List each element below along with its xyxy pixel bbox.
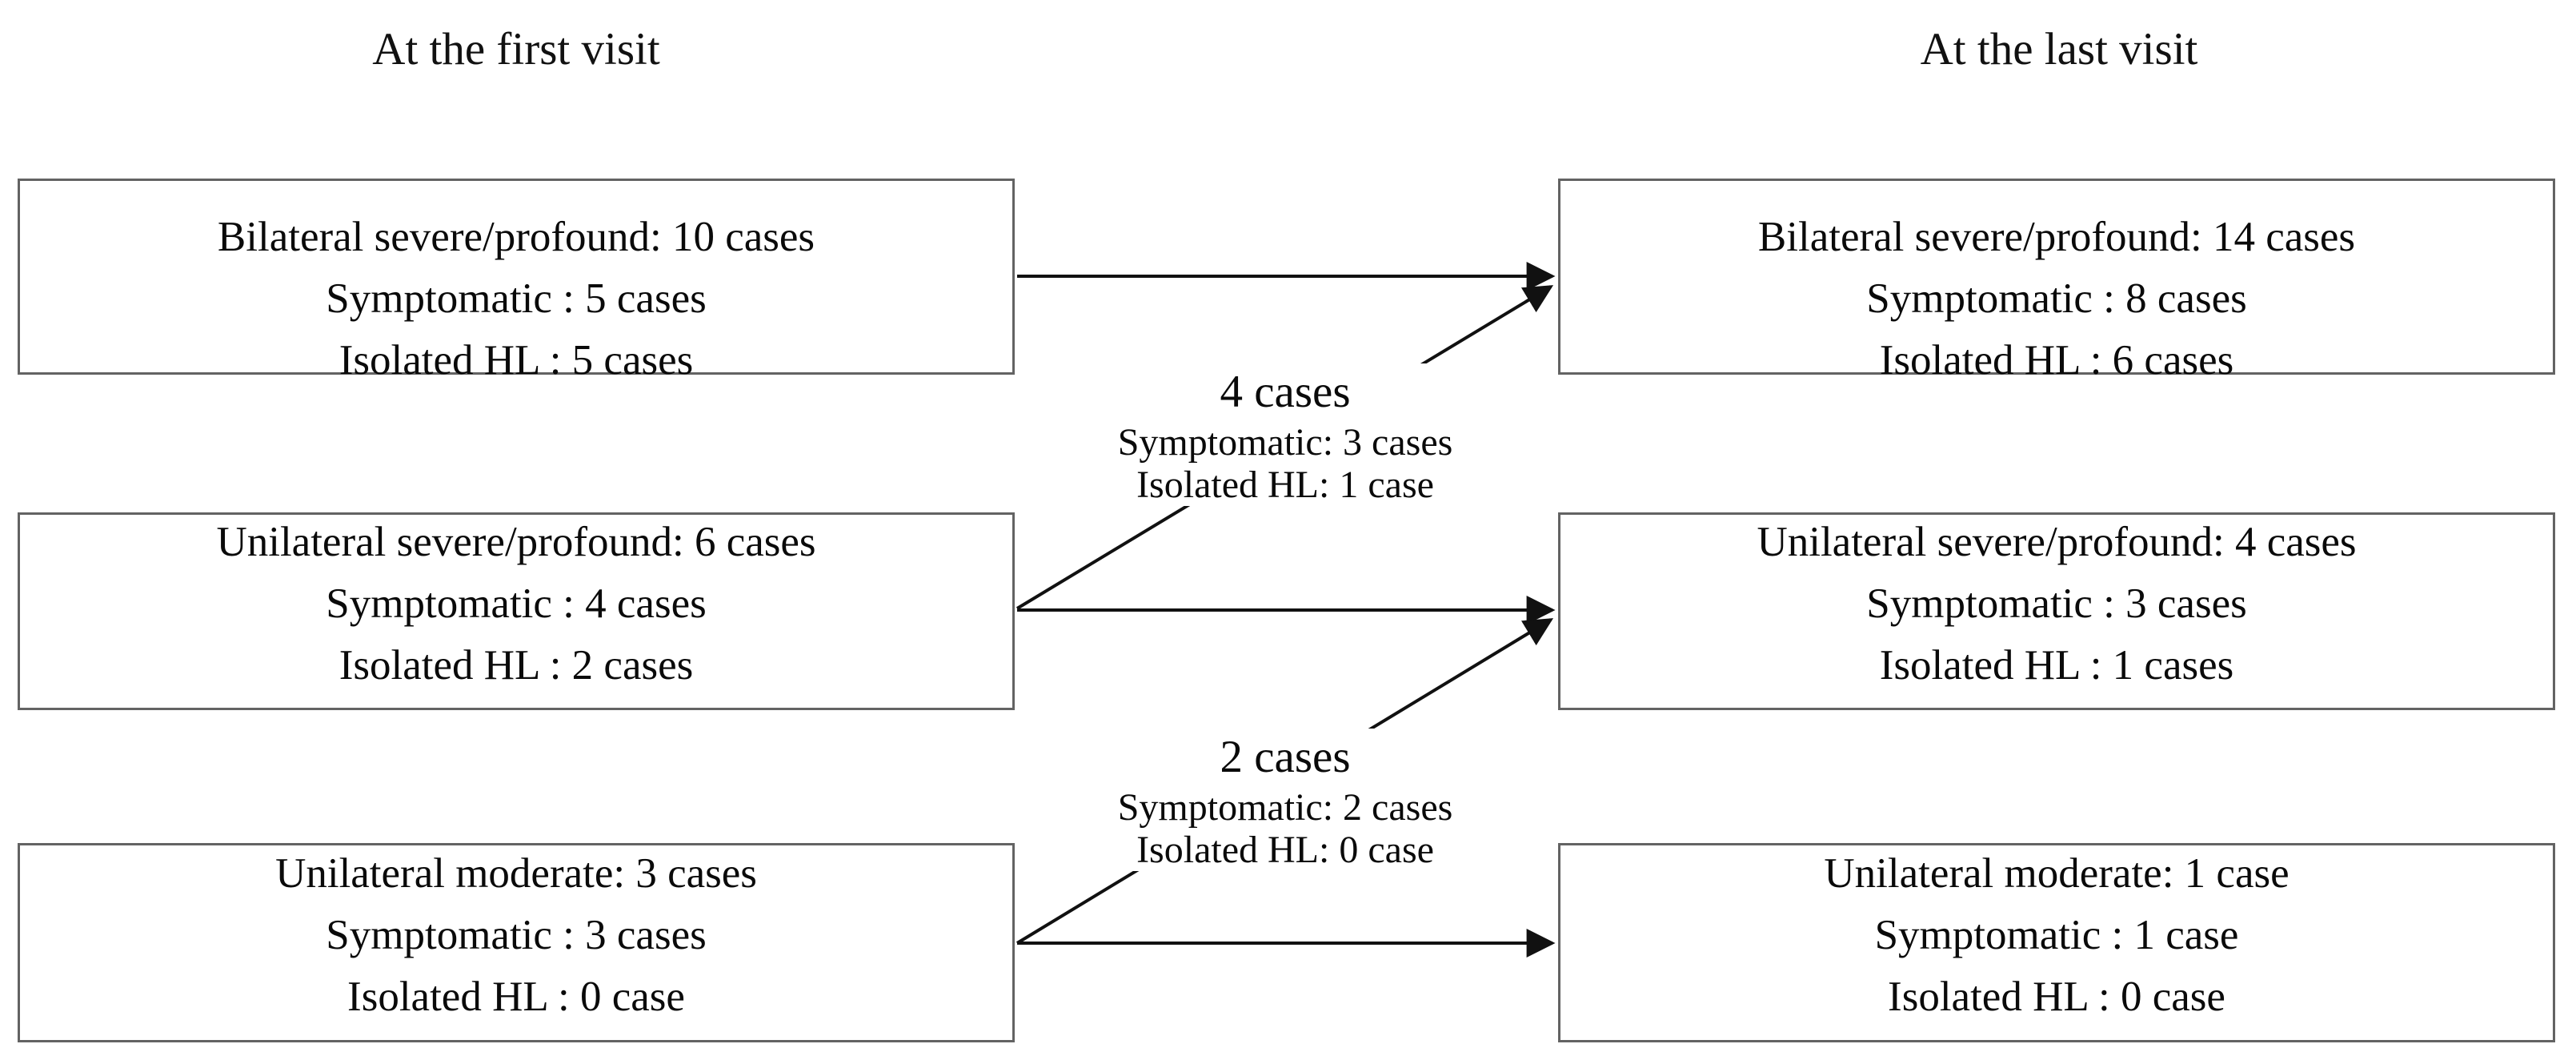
transition-label-4-cases: 4 cases Symptomatic: 3 cases Isolated HL… xyxy=(1106,363,1464,506)
box-line: Isolated HL : 0 case xyxy=(1888,974,2225,1020)
box-last-visit-unilateral-severe: Unilateral severe/profound: 4 cases Symp… xyxy=(1558,512,2555,710)
box-line: Symptomatic : 4 cases xyxy=(326,580,707,627)
box-line: Isolated HL : 0 case xyxy=(347,974,685,1020)
box-line: Bilateral severe/profound: 10 cases xyxy=(217,214,815,260)
box-line: Unilateral severe/profound: 4 cases xyxy=(1757,519,2357,565)
box-line: Symptomatic : 8 cases xyxy=(1866,275,2247,322)
box-line: Symptomatic : 5 cases xyxy=(326,275,707,322)
box-line: Symptomatic : 1 case xyxy=(1874,912,2239,958)
box-first-visit-unilateral-severe: Unilateral severe/profound: 6 cases Symp… xyxy=(18,512,1015,710)
column-header-last-visit: At the last visit xyxy=(1920,24,2198,74)
box-line: Isolated HL : 1 cases xyxy=(1879,642,2234,689)
box-line: Symptomatic : 3 cases xyxy=(1866,580,2247,627)
transition-detail: Isolated HL: 0 case xyxy=(1136,829,1434,871)
transition-headline: 4 cases xyxy=(1220,367,1351,417)
box-line: Bilateral severe/profound: 14 cases xyxy=(1757,214,2356,260)
box-last-visit-unilateral-moderate: Unilateral moderate: 1 case Symptomatic … xyxy=(1558,843,2555,1042)
transition-detail: Isolated HL: 1 case xyxy=(1136,464,1434,506)
box-line: Isolated HL : 2 cases xyxy=(339,642,694,689)
box-line: Unilateral severe/profound: 6 cases xyxy=(216,519,816,565)
box-line: Isolated HL : 6 cases xyxy=(1879,337,2234,383)
transition-detail: Symptomatic: 3 cases xyxy=(1117,421,1453,464)
box-first-visit-bilateral-severe: Bilateral severe/profound: 10 cases Symp… xyxy=(18,179,1015,383)
column-header-first-visit: At the first visit xyxy=(372,24,660,74)
transition-label-2-cases: 2 cases Symptomatic: 2 cases Isolated HL… xyxy=(1106,729,1464,871)
box-line: Unilateral moderate: 1 case xyxy=(1824,850,2290,897)
box-line: Unilateral moderate: 3 cases xyxy=(275,850,757,897)
box-line: Symptomatic : 3 cases xyxy=(326,912,707,958)
transition-headline: 2 cases xyxy=(1220,732,1351,782)
box-line: Isolated HL : 5 cases xyxy=(339,337,694,383)
box-first-visit-unilateral-moderate: Unilateral moderate: 3 cases Symptomatic… xyxy=(18,843,1015,1042)
transition-detail: Symptomatic: 2 cases xyxy=(1117,786,1453,829)
box-last-visit-bilateral-severe: Bilateral severe/profound: 14 cases Symp… xyxy=(1558,179,2555,383)
